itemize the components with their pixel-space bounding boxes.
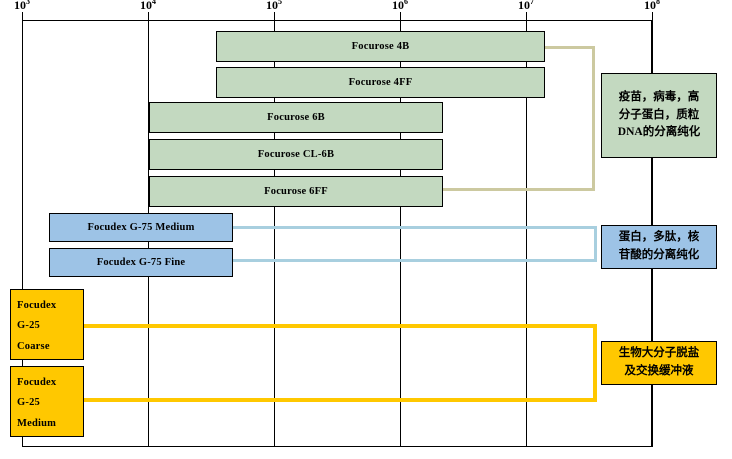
bar-focurose-6ff[interactable]: Focurose 6FF [149, 176, 443, 207]
tick-1e3 [22, 12, 23, 21]
tick-1e5 [274, 12, 275, 21]
tick-label-1e8: 108 [644, 0, 660, 12]
connector-g75 [232, 226, 597, 262]
tick-1e8 [652, 12, 653, 21]
note-line: 生物大分子脱盐 [618, 347, 700, 360]
bar-focudex-g25-medium[interactable]: Focudex G-25 Medium [10, 366, 84, 437]
bar-label-line: G-25 [17, 397, 40, 409]
connector-g25 [83, 324, 597, 402]
tick-label-1e4: 104 [140, 0, 156, 12]
bar-label-line: Coarse [17, 340, 50, 352]
bar-label-line: G-25 [17, 320, 40, 332]
bar-focudex-g75-medium[interactable]: Focudex G-75 Medium [49, 213, 233, 242]
bar-label-line: Medium [17, 417, 57, 429]
bar-focurose-4b[interactable]: Focurose 4B [216, 31, 545, 62]
tick-1e4 [148, 12, 149, 21]
tick-label-1e7: 107 [518, 0, 534, 12]
tick-label-1e3: 103 [14, 0, 30, 12]
tick-label-1e6: 106 [392, 0, 408, 12]
note-g75-applications[interactable]: 蛋白，多肽，核 苷酸的分离纯化 [601, 225, 717, 269]
bar-focurose-cl-6b[interactable]: Focurose CL-6B [149, 139, 443, 170]
gridline-1e5 [274, 20, 275, 447]
note-line: 及交换缓冲液 [624, 365, 694, 377]
note-line: 疫苗，病毒，高 [618, 90, 700, 103]
bar-focurose-4ff[interactable]: Focurose 4FF [216, 67, 545, 98]
note-line: 苷酸的分离纯化 [618, 249, 700, 261]
bar-focudex-g25-coarse[interactable]: Focudex G-25 Coarse [10, 289, 84, 360]
x-axis-line [22, 20, 652, 21]
note-line: 分子蛋白，质粒 [618, 108, 700, 121]
bar-focudex-g75-fine[interactable]: Focudex G-75 Fine [49, 248, 233, 277]
tick-1e7 [526, 12, 527, 21]
gridline-1e6 [400, 20, 401, 447]
bar-label-line: Focudex [17, 377, 57, 388]
gridline-1e7 [526, 20, 527, 447]
note-line: 蛋白，多肽，核 [618, 231, 700, 244]
note-line: DNA的分离纯化 [617, 126, 701, 139]
tick-label-1e5: 105 [266, 0, 282, 12]
note-g25-applications[interactable]: 生物大分子脱盐 及交换缓冲液 [601, 341, 717, 385]
note-agarose-applications[interactable]: 疫苗，病毒，高 分子蛋白，质粒 DNA的分离纯化 [601, 73, 717, 158]
bar-label-line: Focudex [17, 300, 57, 311]
tick-1e6 [400, 12, 401, 21]
bar-focurose-6b[interactable]: Focurose 6B [149, 102, 443, 133]
gridline-1e3 [22, 20, 23, 447]
